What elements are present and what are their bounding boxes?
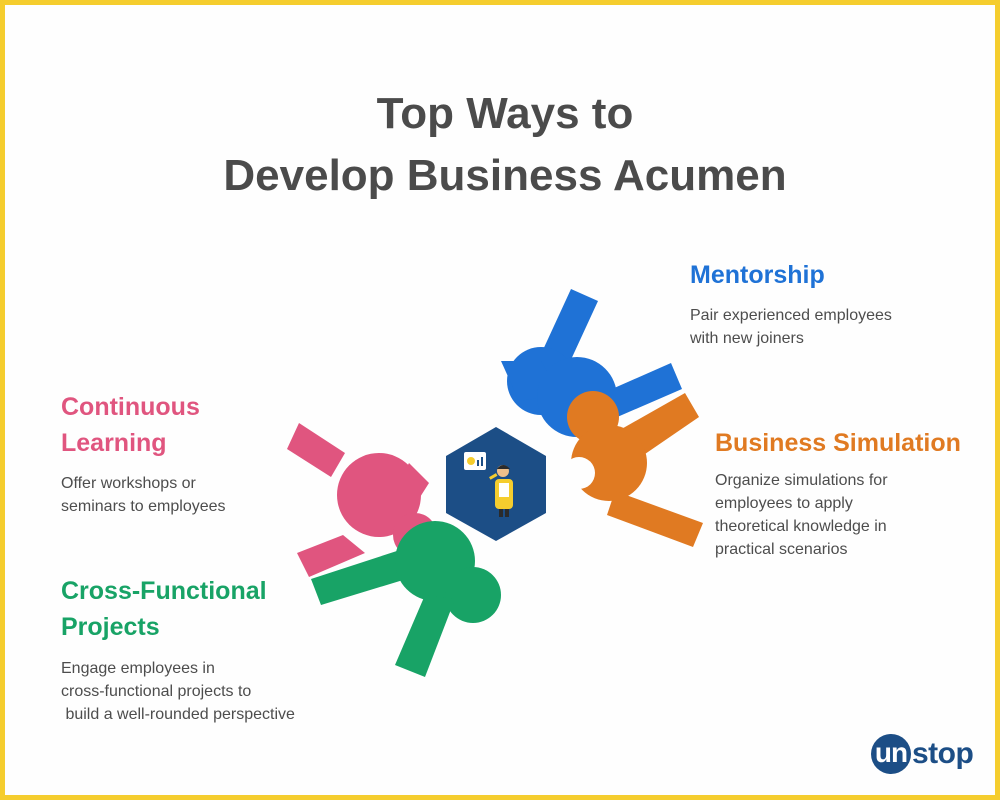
mentorship-description: Pair experienced employees with new join…: [690, 304, 892, 350]
mentorship-description-line: with new joiners: [690, 330, 804, 347]
business-simulation-description: Organize simulations for employees to ap…: [715, 469, 888, 561]
cross-functional-projects-description: Engage employees in cross-functional pro…: [61, 657, 295, 726]
logo-mark: un: [871, 734, 911, 774]
title-line-2: Develop Business Acumen: [223, 151, 787, 200]
green-puzzle-figure: [311, 521, 501, 677]
business-simulation-description-line: practical scenarios: [715, 541, 848, 558]
continuous-learning-heading-line: Learning: [61, 429, 167, 457]
logo-text: stop: [912, 737, 974, 770]
continuous-learning-description-line: Offer workshops or: [61, 475, 196, 492]
continuous-learning-description-line: seminars to employees: [61, 498, 226, 515]
cross-functional-projects-heading: Cross-Functional Projects: [61, 573, 267, 645]
business-simulation-description-line: theoretical knowledge in: [715, 518, 887, 535]
title-line-1: Top Ways to: [376, 89, 634, 138]
business-simulation-heading: Business Simulation: [715, 429, 961, 457]
business-simulation-description-line: Organize simulations for: [715, 472, 888, 489]
puzzle-people-illustration: [287, 289, 703, 677]
continuous-learning-description: Offer workshops or seminars to employees: [61, 472, 226, 518]
cross-functional-projects-heading-line: Projects: [61, 613, 160, 641]
cross-functional-projects-description-line: Engage employees in: [61, 660, 215, 677]
cross-functional-projects-heading-line: Cross-Functional: [61, 577, 267, 605]
mentorship-heading: Mentorship: [690, 261, 825, 289]
business-simulation-description-line: employees to apply: [715, 495, 853, 512]
presenter-with-chart-icon: [464, 452, 513, 517]
continuous-learning-heading-line: Continuous: [61, 393, 200, 421]
cross-functional-projects-description-line: build a well-rounded perspective: [61, 706, 295, 723]
orange-puzzle-figure: [563, 391, 703, 547]
page-title: Top Ways to Develop Business Acumen: [5, 83, 1000, 207]
continuous-learning-heading: Continuous Learning: [61, 389, 200, 461]
mentorship-description-line: Pair experienced employees: [690, 307, 892, 324]
unstop-logo: un stop: [871, 733, 974, 775]
cross-functional-projects-description-line: cross-functional projects to: [61, 683, 252, 700]
